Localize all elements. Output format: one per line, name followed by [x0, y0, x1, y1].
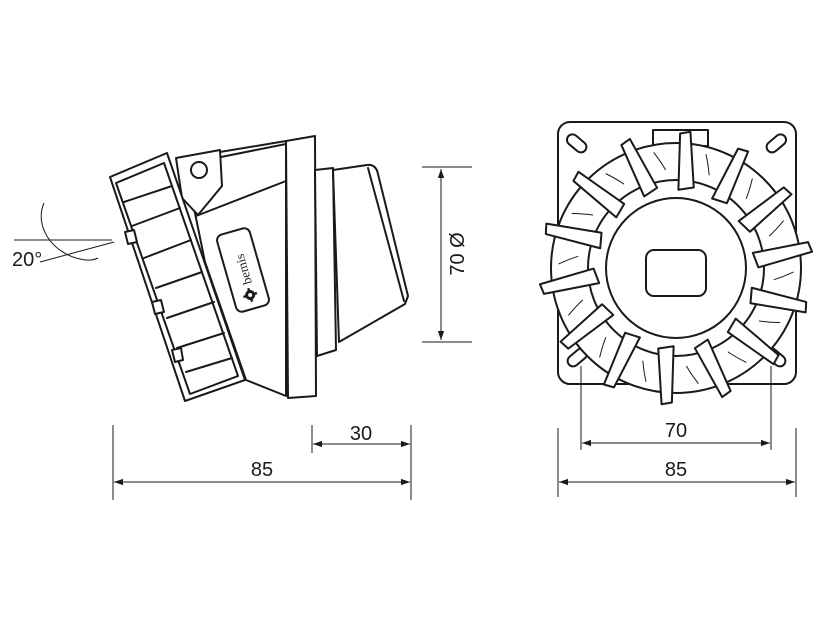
angle-indicator: 20° [12, 202, 115, 271]
side-view: 20° [12, 135, 472, 500]
ring-rib [693, 338, 747, 399]
ring-rib [726, 317, 781, 366]
plug-barrel [314, 163, 409, 357]
diameter-label: 70 Ø [447, 232, 469, 275]
ring-rib [705, 147, 750, 205]
socket-opening [645, 249, 707, 297]
protrusion-label: 30 [350, 423, 372, 445]
mounting-flange [285, 135, 317, 399]
ring-ribs [538, 130, 814, 406]
hinged-lid [109, 152, 246, 402]
ring-rib [559, 303, 615, 358]
ring-rib [602, 331, 647, 389]
ring-rib [749, 271, 808, 314]
ring-rib [751, 220, 814, 269]
hinge-pin [190, 161, 208, 179]
ring-rib [571, 170, 626, 219]
ring-rib [657, 345, 699, 406]
ring-rib [605, 137, 659, 198]
hinge-boss [175, 149, 223, 216]
ring-rib [653, 130, 695, 191]
front-dimensions: 70 85 [557, 366, 797, 497]
ring-rib [737, 178, 793, 233]
ring-rib [544, 222, 603, 265]
gear-icon [243, 287, 258, 303]
ring-rib [538, 267, 601, 316]
angle-label: 20° [12, 249, 42, 271]
front-total-label: 85 [665, 459, 687, 481]
side-dimensions: 30 85 [112, 423, 412, 500]
brand-label-plate: bemis [216, 227, 270, 313]
diameter-dimension: 70 Ø [422, 166, 472, 343]
front-view: 70 85 [538, 121, 814, 497]
hole-spacing-label: 70 [665, 420, 687, 442]
side-total-label: 85 [251, 459, 273, 481]
ribbed-ring [538, 130, 814, 406]
